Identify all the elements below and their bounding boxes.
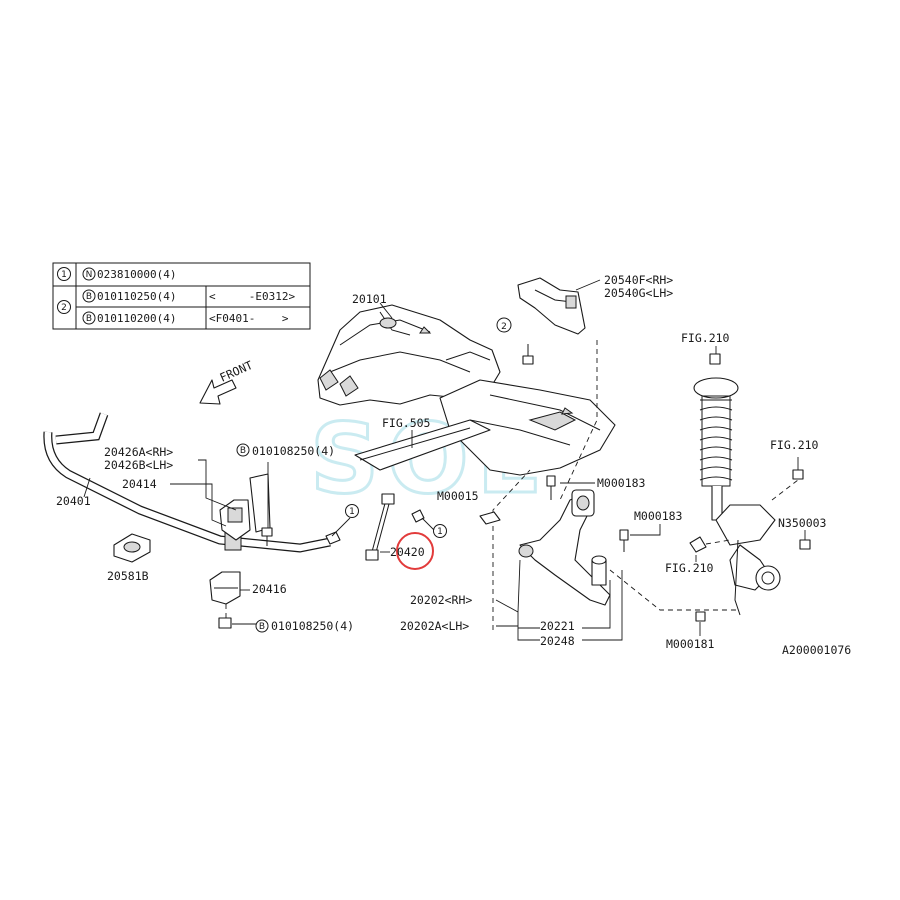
label-20202: 20202<RH> (410, 593, 472, 607)
reference-number: A200001076 (782, 643, 851, 657)
stabilizer-link-20420 (325, 493, 425, 561)
label-fig505: FIG.505 (382, 416, 430, 430)
label-n350003: N350003 (778, 516, 827, 530)
fastener-table: 1 N 023810000(4) 2 B 010110250(4) < -E03… (52, 262, 311, 330)
table-row-3-range: <F0401- > (209, 312, 289, 325)
label-b-bolt-bottom: 010108250(4) (271, 619, 354, 633)
bolt-m000183-a (546, 475, 556, 500)
label-fig210-top: FIG.210 (681, 331, 730, 345)
label-20414: 20414 (122, 477, 157, 491)
table-row-2-part: 010110250(4) (97, 290, 176, 303)
table-row-2-range: < -E0312> (209, 290, 295, 303)
circle-1-marker-left: 1 (349, 507, 355, 517)
b-marker-bottom: B (259, 622, 265, 632)
front-arrow: FRONT (199, 358, 255, 405)
highlight-circle-20420 (396, 532, 434, 570)
stabilizer-bar-20401 (43, 412, 331, 553)
label-20426a: 20426A<RH> (104, 445, 173, 459)
label-20248: 20248 (540, 634, 575, 648)
label-20581b: 20581B (107, 569, 149, 583)
label-m000183-a: M000183 (597, 476, 646, 490)
table-row-3-prefix: B (86, 314, 92, 324)
label-b-bolt-top: 010108250(4) (252, 444, 335, 458)
label-20540g: 20540G<LH> (604, 286, 673, 300)
table-row-1-circle: 1 (61, 270, 67, 280)
label-m000181: M000181 (666, 637, 715, 651)
clamp-20416 (209, 571, 241, 605)
label-20426b: 20426B<LH> (104, 458, 173, 472)
subframe (354, 379, 616, 476)
bolt-m00015 (479, 511, 501, 525)
table-row-1-prefix: N (86, 270, 93, 280)
label-20420: 20420 (390, 545, 425, 559)
control-arm-20202 (518, 489, 611, 606)
table-row-2-prefix: B (86, 292, 92, 302)
strut-assembly (693, 353, 781, 616)
label-20101: 20101 (352, 292, 387, 306)
label-m000183-b: M000183 (634, 509, 683, 523)
b-marker-top: B (240, 446, 246, 456)
front-label: FRONT (218, 358, 255, 385)
label-20540f: 20540F<RH> (604, 273, 673, 287)
table-row-1-part: 023810000(4) (97, 268, 176, 281)
bushing-20581b (113, 533, 151, 563)
circle-2-marker: 2 (501, 322, 507, 332)
bracket-20540 (517, 277, 586, 335)
label-20202a: 20202A<LH> (400, 619, 469, 633)
crossmember-20101 (317, 304, 501, 406)
label-fig210-right: FIG.210 (770, 438, 819, 452)
bolt-m000181 (695, 611, 706, 622)
label-m00015: M00015 (437, 489, 479, 503)
table-row-3-part: 010110200(4) (97, 312, 176, 325)
bolt-m000183-b (619, 529, 629, 552)
label-20416: 20416 (252, 582, 287, 596)
label-20221: 20221 (540, 619, 575, 633)
circle-1-marker-right: 1 (437, 527, 443, 537)
table-row-2-circle: 2 (61, 303, 67, 313)
label-20401: 20401 (56, 494, 91, 508)
label-fig210-bottom: FIG.210 (665, 561, 714, 575)
bushing-bracket-20426 (219, 473, 271, 541)
